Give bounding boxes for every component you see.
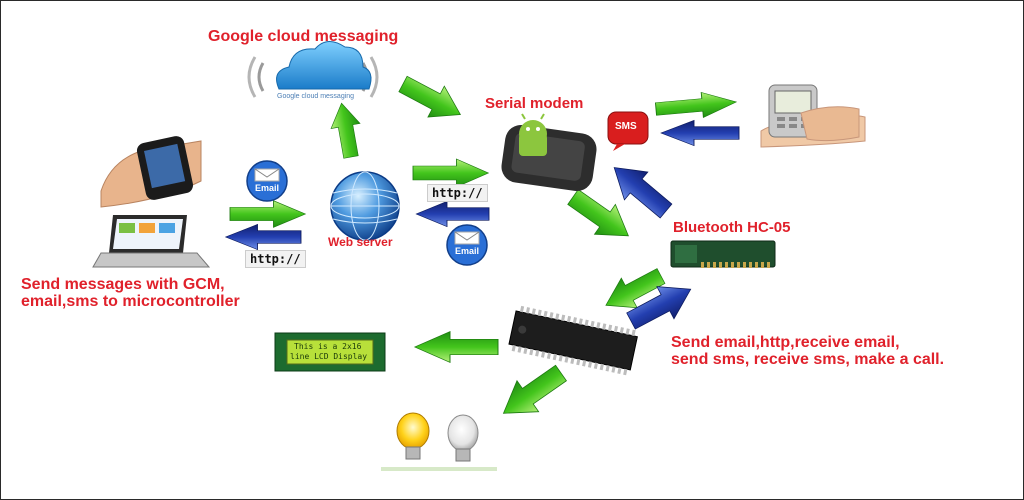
- arrow-modem-to-webserver: [415, 200, 490, 228]
- chip-pin: [566, 315, 572, 323]
- chip-pin: [519, 305, 525, 313]
- chip-pin: [525, 307, 531, 314]
- gcm-title: Google cloud messaging: [208, 28, 399, 45]
- lcd-line-2: line LCD Display: [290, 352, 368, 361]
- chip-pin: [540, 351, 546, 358]
- handset-with-hand: [760, 84, 866, 148]
- arrow-cloud-to-modem: [394, 67, 470, 131]
- arrow-webserver-to-cloud: [326, 100, 367, 161]
- chip-pin: [607, 324, 613, 332]
- chip-pin: [529, 348, 534, 356]
- bulb-app-strip: [381, 467, 497, 471]
- light-bulb-off: [447, 414, 479, 462]
- chip-pin: [572, 317, 577, 324]
- laptop: [92, 215, 211, 268]
- chip-pin: [564, 356, 569, 363]
- serial-modem-label: Serial modem: [485, 95, 584, 112]
- bluetooth-label: Bluetooth HC-05: [673, 219, 791, 236]
- chip-pin: [552, 353, 557, 361]
- bluetooth-module: [670, 240, 776, 268]
- arrow-handset-to-sms: [660, 119, 740, 147]
- right-caption-line2: send sms, receive sms, make a call.: [671, 351, 945, 368]
- web-server-globe: [330, 171, 400, 241]
- chip-pin: [623, 368, 628, 376]
- chip-pin: [611, 366, 616, 373]
- chip-pin: [602, 323, 607, 330]
- arrow-webserver-to-modem: [412, 158, 490, 188]
- email-badge-right-text: Email: [455, 246, 480, 256]
- http-tag-laptop: http://: [245, 250, 306, 268]
- chip-pin: [549, 312, 554, 319]
- arrow-webserver-to-laptop: [224, 223, 302, 251]
- chip-pin: [535, 349, 540, 357]
- arrow-mcu-to-lcd: [413, 330, 499, 364]
- arrow-phone-to-webserver: [229, 199, 307, 229]
- http-tag-modem: http://: [427, 184, 488, 202]
- chip-pin: [590, 320, 595, 328]
- chip-pin: [558, 354, 563, 362]
- smartphone-in-hand: [100, 136, 202, 208]
- chip-pin: [523, 347, 528, 354]
- chip-pin: [576, 358, 581, 366]
- lcd-module: [274, 332, 386, 372]
- gcm-logo-text: Google cloud messaging: [277, 93, 355, 100]
- chip-pin: [605, 364, 610, 372]
- chip-pin: [537, 309, 542, 317]
- email-icon-right: [446, 224, 488, 266]
- email-icon-left: [246, 160, 288, 202]
- left-caption-line2: email,sms to microcontroller: [21, 293, 240, 310]
- chip-pin: [584, 319, 589, 327]
- chip-pin: [517, 346, 522, 353]
- chip-pin: [578, 318, 583, 325]
- chip-pin: [570, 357, 575, 364]
- chip-pin: [555, 313, 560, 320]
- arrow-sms-to-handset: [654, 88, 739, 123]
- sms-badge-text: SMS: [615, 121, 637, 132]
- chip-pin: [596, 322, 601, 329]
- chip-pin: [582, 359, 587, 367]
- gcm-cloud-icon: [247, 41, 379, 98]
- chip-pin: [593, 362, 598, 369]
- arrow-mcu-to-bulbs: [491, 356, 573, 430]
- chip-pin: [511, 345, 516, 352]
- chip-pin: [613, 325, 619, 333]
- chip-pin: [631, 329, 636, 337]
- chip-pin: [543, 310, 548, 318]
- email-badge-left-text: Email: [255, 183, 280, 193]
- chip-pin: [561, 314, 566, 322]
- chip-pin: [619, 327, 624, 334]
- left-caption-line1: Send messages with GCM,: [21, 276, 225, 293]
- chip-pin: [546, 352, 552, 359]
- lcd-line-1: This is a 2x16: [294, 342, 362, 351]
- chip-pin: [599, 363, 604, 371]
- chip-pin: [617, 367, 622, 374]
- right-caption-line1: Send email,http,receive email,: [671, 334, 900, 351]
- sms-icon: [607, 111, 649, 151]
- chip-pin: [625, 328, 630, 335]
- web-server-label: Web server: [328, 235, 393, 249]
- light-bulb-on: [396, 412, 430, 460]
- serial-modem-phone: [501, 113, 597, 192]
- microcontroller-chip: [508, 305, 638, 376]
- chip-pin: [587, 361, 593, 368]
- chip-pin: [531, 308, 536, 315]
